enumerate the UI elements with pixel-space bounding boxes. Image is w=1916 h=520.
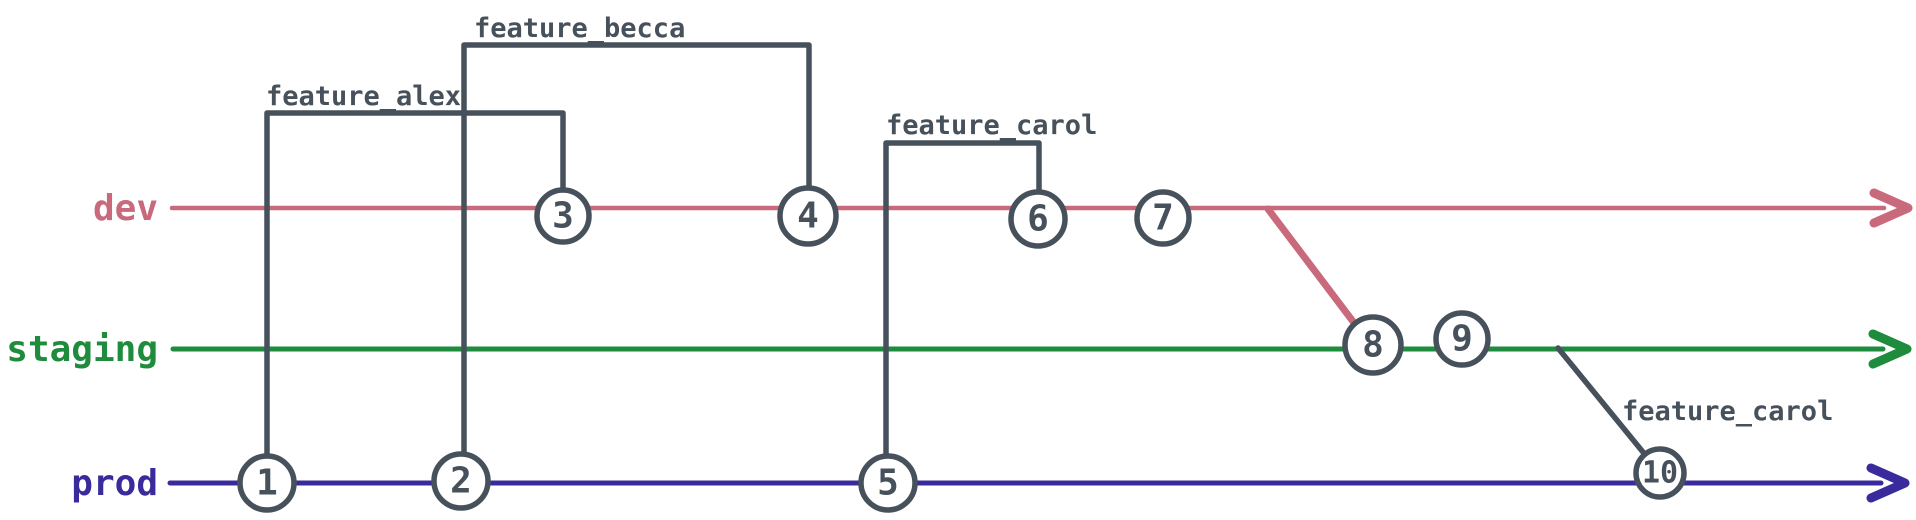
merge-dev-to-staging-line bbox=[1264, 205, 1374, 348]
feature-carol-line bbox=[883, 140, 1042, 486]
feature-becca-line bbox=[461, 42, 812, 484]
commit-number-7: 7 bbox=[1152, 198, 1174, 239]
commit-number-4: 4 bbox=[797, 196, 819, 237]
commit-node-2 bbox=[431, 451, 491, 511]
merge-staging-to-prod-line bbox=[1555, 345, 1659, 471]
commit-number-9: 9 bbox=[1451, 319, 1473, 360]
commit-number-10: 10 bbox=[1642, 456, 1678, 491]
branch-label-prod: prod bbox=[71, 463, 158, 504]
commit-node-4 bbox=[777, 185, 839, 247]
commit-node-5 bbox=[858, 453, 918, 513]
commit-number-8: 8 bbox=[1362, 325, 1384, 366]
commit-node-10 bbox=[1633, 446, 1687, 500]
feature-becca-label: feature_becca bbox=[474, 13, 685, 44]
branch-arrowhead-icon-dev bbox=[1869, 188, 1913, 228]
feature-carol-label: feature_carol bbox=[886, 110, 1097, 141]
branch-arrowhead-icon-prod bbox=[1866, 463, 1910, 503]
commit-number-3: 3 bbox=[552, 196, 574, 237]
commit-node-1 bbox=[237, 453, 297, 513]
commit-number-1: 1 bbox=[256, 463, 278, 504]
commit-number-5: 5 bbox=[877, 463, 899, 504]
branch-label-dev: dev bbox=[93, 188, 158, 229]
commit-node-3 bbox=[534, 187, 592, 245]
merge-staging-to-prod-label: feature_carol bbox=[1622, 396, 1833, 427]
feature-alex-label: feature_alex bbox=[266, 81, 461, 112]
branch-label-staging: staging bbox=[6, 329, 158, 370]
commit-number-6: 6 bbox=[1027, 199, 1049, 240]
commit-number-2: 2 bbox=[450, 461, 472, 502]
commit-node-7 bbox=[1134, 189, 1192, 247]
commit-node-8 bbox=[1342, 314, 1404, 376]
branch-arrowhead-icon-staging bbox=[1868, 329, 1912, 369]
feature-alex-line bbox=[264, 110, 566, 486]
commit-node-6 bbox=[1008, 189, 1068, 249]
commit-node-9 bbox=[1433, 310, 1491, 368]
